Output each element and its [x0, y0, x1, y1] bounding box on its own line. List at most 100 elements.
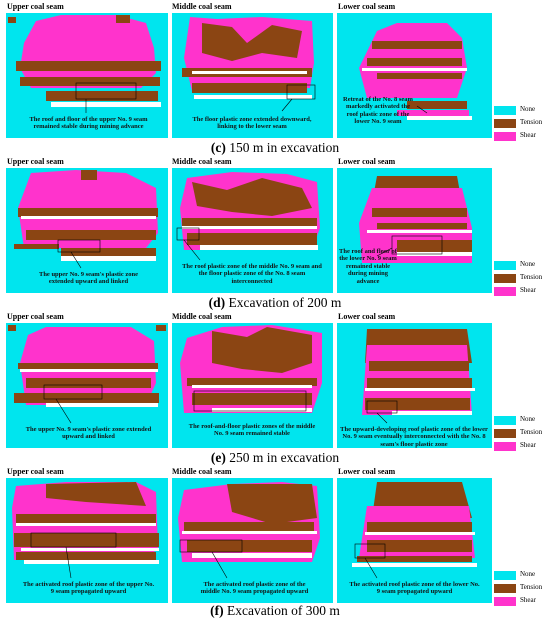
- gob-area: [365, 388, 475, 391]
- gob-area: [51, 102, 161, 107]
- tension-band: [367, 522, 472, 532]
- highlight-box: [193, 390, 307, 412]
- annotation-upper: The upper No. 9 seam's plastic zone exte…: [25, 426, 152, 441]
- contour-panel-lower: The activated roof plastic zone of the l…: [337, 478, 492, 603]
- gob-area: [21, 216, 156, 219]
- legend-item-tension: Tension: [494, 583, 550, 594]
- tension-band: [357, 556, 472, 562]
- gob-area: [20, 369, 158, 372]
- row-e: Upper coal seam Middle coal seam Lower c…: [0, 310, 550, 465]
- tension-block: [8, 17, 16, 23]
- gob-area: [46, 403, 158, 407]
- contour-panel-upper: The roof and floor of the upper No. 9 se…: [6, 13, 168, 138]
- shear-band: [397, 110, 469, 116]
- tension-zone: [192, 178, 312, 216]
- gob-area: [212, 408, 312, 412]
- highlight-box: [286, 84, 316, 100]
- legend: None Tension Shear: [494, 415, 550, 454]
- panel-title-lower: Lower coal seam: [338, 312, 396, 321]
- panel-title-lower: Lower coal seam: [338, 157, 396, 166]
- contour-panel-upper: The activated roof plastic zone of the u…: [6, 478, 168, 603]
- contour-panel-upper: The upper No. 9 seam's plastic zone exte…: [6, 323, 168, 448]
- tension-band: [367, 540, 472, 552]
- panel-title-middle: Middle coal seam: [172, 157, 232, 166]
- gob-area: [392, 411, 472, 415]
- gob-area: [61, 256, 156, 261]
- contour-panel-lower: The roof and floor of the lower No. 9 se…: [337, 168, 492, 293]
- caption-c: (c) 150 m in excavation: [210, 140, 340, 155]
- contour-panel-middle: The activated roof plastic zone of the m…: [172, 478, 333, 603]
- highlight-box: [43, 384, 103, 400]
- panel-title-lower: Lower coal seam: [338, 467, 396, 476]
- panel-title-middle: Middle coal seam: [172, 2, 232, 11]
- tension-band: [192, 83, 307, 93]
- tension-band: [365, 398, 470, 410]
- caption-e: (e) 250 m in excavation: [210, 450, 340, 465]
- legend-item-shear: Shear: [494, 596, 550, 607]
- contour-panel-lower: The upward-developing roof plastic zone …: [337, 323, 492, 448]
- gob-area: [194, 95, 312, 99]
- caption-d: (d) Excavation of 200 m: [208, 295, 342, 310]
- highlight-box: [366, 400, 398, 414]
- tension-band: [184, 522, 314, 532]
- contour-panel-middle: The floor plastic zone extended downward…: [172, 13, 333, 138]
- tension-band: [16, 514, 156, 524]
- tension-band: [377, 223, 467, 229]
- annotation-upper: The roof and floor of the upper No. 9 se…: [29, 116, 148, 131]
- annotation-upper: The activated roof plastic zone of the u…: [22, 581, 155, 596]
- legend-item-none: None: [494, 105, 550, 116]
- tension-band: [14, 244, 59, 249]
- row-f: Upper coal seam Middle coal seam Lower c…: [0, 465, 550, 620]
- highlight-box: [30, 532, 117, 548]
- tension-band: [26, 230, 156, 240]
- gob-area: [16, 523, 156, 526]
- legend-item-tension: Tension: [494, 118, 550, 129]
- tension-block: [156, 325, 166, 331]
- tension-band: [46, 91, 158, 101]
- gob-area: [21, 548, 159, 551]
- annotation-middle: The activated roof plastic zone of the m…: [200, 581, 309, 596]
- legend-item-none: None: [494, 260, 550, 271]
- tension-band: [367, 58, 462, 66]
- legend-item-shear: Shear: [494, 441, 550, 452]
- highlight-box: [179, 539, 243, 553]
- panel-title-upper: Upper coal seam: [7, 312, 64, 321]
- annotation-middle: The floor plastic zone extended downward…: [192, 116, 312, 131]
- tension-band: [14, 533, 159, 547]
- tension-band: [377, 73, 462, 79]
- legend-item-shear: Shear: [494, 131, 550, 142]
- tension-band: [187, 233, 317, 245]
- gob-area: [192, 71, 307, 74]
- gob-area: [182, 531, 317, 534]
- annotation-middle: The roof plastic zone of the middle No. …: [182, 263, 322, 285]
- caption-f: (f) Excavation of 300 m: [210, 603, 340, 618]
- tension-band: [20, 77, 160, 86]
- tension-band: [18, 363, 158, 369]
- gob-area: [365, 532, 475, 535]
- annotation-lower: The roof and floor of the lower No. 9 se…: [339, 248, 397, 285]
- gob-area: [407, 116, 472, 120]
- contour-panel-middle: The roof plastic zone of the middle No. …: [172, 168, 333, 293]
- gob-area: [182, 226, 317, 229]
- legend: None Tension Shear: [494, 570, 550, 609]
- tension-band: [372, 41, 462, 49]
- tension-band: [397, 240, 472, 252]
- annotation-lower: The upward-developing roof plastic zone …: [340, 426, 488, 448]
- row-d: Upper coal seam Middle coal seam Lower c…: [0, 155, 550, 310]
- panel-title-lower: Lower coal seam: [338, 2, 396, 11]
- legend: None Tension Shear: [494, 260, 550, 299]
- tension-band: [187, 540, 312, 552]
- tension-zone: [46, 482, 146, 506]
- tension-band: [14, 393, 159, 403]
- tension-band: [367, 378, 472, 388]
- tension-zone: [227, 484, 317, 524]
- tension-band: [18, 208, 158, 217]
- tension-zone: [202, 23, 302, 61]
- highlight-box: [57, 239, 101, 253]
- annotation-lower: Retreat of the No. 8 seam markedly activ…: [343, 96, 413, 126]
- gob-area: [362, 68, 467, 71]
- highlight-box: [354, 543, 386, 559]
- tension-band: [192, 393, 312, 405]
- highlight-box: [176, 227, 200, 241]
- annotation-lower: The activated roof plastic zone of the l…: [349, 581, 480, 596]
